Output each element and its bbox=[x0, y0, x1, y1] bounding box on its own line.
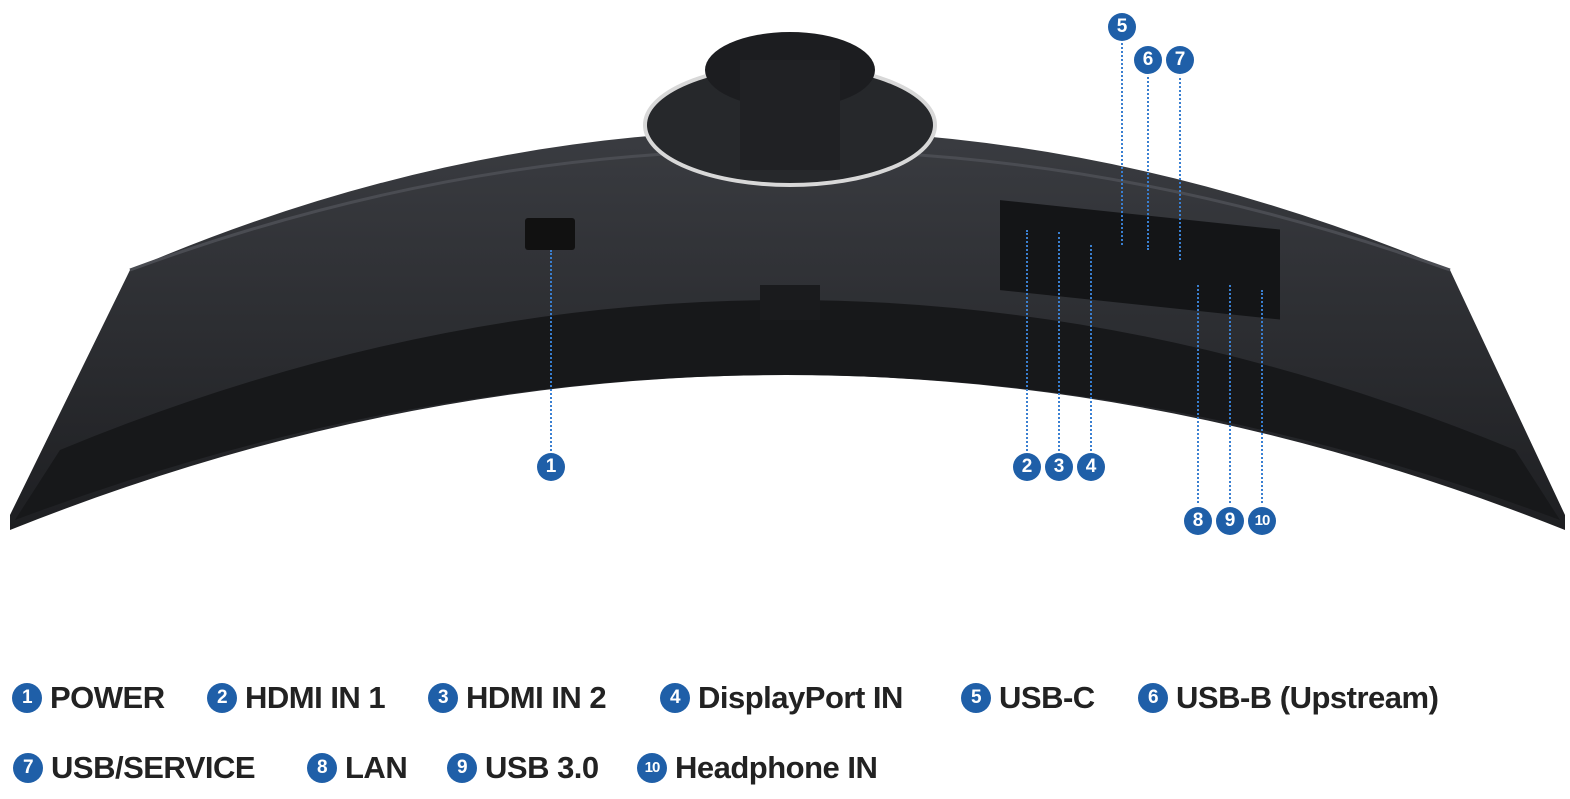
leader-line-5 bbox=[1121, 40, 1123, 245]
legend-label: DisplayPort IN bbox=[698, 680, 903, 715]
callout-badge-7: 7 bbox=[1166, 46, 1194, 74]
callout-badge-6: 6 bbox=[1134, 46, 1162, 74]
joystick bbox=[760, 285, 820, 320]
leader-line-7 bbox=[1179, 74, 1181, 260]
legend-item-usb-c: 5 USB-C bbox=[961, 680, 1095, 716]
legend-badge: 10 bbox=[637, 753, 667, 783]
leader-line-3 bbox=[1058, 232, 1060, 455]
legend-item-headphone-in: 10 Headphone IN bbox=[637, 750, 878, 786]
legend-label: Headphone IN bbox=[675, 750, 878, 785]
callout-badge-10: 10 bbox=[1248, 507, 1276, 535]
legend-item-lan: 8 LAN bbox=[307, 750, 408, 786]
monitor-bottom-ledge bbox=[15, 300, 1560, 520]
legend-item-usb-3: 9 USB 3.0 bbox=[447, 750, 599, 786]
legend-label: POWER bbox=[50, 680, 165, 715]
legend-item-hdmi-in-1: 2 HDMI IN 1 bbox=[207, 680, 386, 716]
monitor-rear-illustration bbox=[10, 32, 1565, 530]
callout-badge-9: 9 bbox=[1216, 507, 1244, 535]
leader-line-9 bbox=[1229, 285, 1231, 507]
legend-badge: 3 bbox=[428, 683, 458, 713]
legend-label: LAN bbox=[345, 750, 408, 785]
legend-label: HDMI IN 2 bbox=[466, 680, 607, 715]
legend-badge: 1 bbox=[12, 683, 42, 713]
leader-line-1 bbox=[550, 250, 552, 455]
legend-badge: 7 bbox=[13, 753, 43, 783]
legend-badge: 5 bbox=[961, 683, 991, 713]
power-port bbox=[525, 218, 575, 250]
legend-item-power: 1 POWER bbox=[12, 680, 165, 716]
legend-badge: 9 bbox=[447, 753, 477, 783]
callout-badge-5: 5 bbox=[1108, 13, 1136, 41]
legend-item-usb-b: 6 USB-B (Upstream) bbox=[1138, 680, 1439, 716]
legend-badge: 2 bbox=[207, 683, 237, 713]
legend-badge: 4 bbox=[660, 683, 690, 713]
legend-label: USB-B (Upstream) bbox=[1176, 680, 1439, 715]
callout-badge-8: 8 bbox=[1184, 507, 1212, 535]
callout-badge-2: 2 bbox=[1013, 453, 1041, 481]
legend-label: HDMI IN 1 bbox=[245, 680, 386, 715]
legend-label: USB-C bbox=[999, 680, 1095, 715]
leader-line-4 bbox=[1090, 245, 1092, 455]
leader-line-6 bbox=[1147, 74, 1149, 250]
legend-badge: 6 bbox=[1138, 683, 1168, 713]
leader-line-10 bbox=[1261, 290, 1263, 507]
callout-badge-3: 3 bbox=[1045, 453, 1073, 481]
legend-badge: 8 bbox=[307, 753, 337, 783]
port-panel bbox=[1000, 200, 1280, 320]
legend-item-displayport-in: 4 DisplayPort IN bbox=[660, 680, 903, 716]
leader-line-8 bbox=[1197, 285, 1199, 507]
legend-item-hdmi-in-2: 3 HDMI IN 2 bbox=[428, 680, 607, 716]
legend-label: USB 3.0 bbox=[485, 750, 599, 785]
legend-item-usb-service: 7 USB/SERVICE bbox=[13, 750, 256, 786]
legend-label: USB/SERVICE bbox=[51, 750, 256, 785]
leader-line-2 bbox=[1026, 230, 1028, 455]
callout-badge-1: 1 bbox=[537, 453, 565, 481]
callout-badge-4: 4 bbox=[1077, 453, 1105, 481]
